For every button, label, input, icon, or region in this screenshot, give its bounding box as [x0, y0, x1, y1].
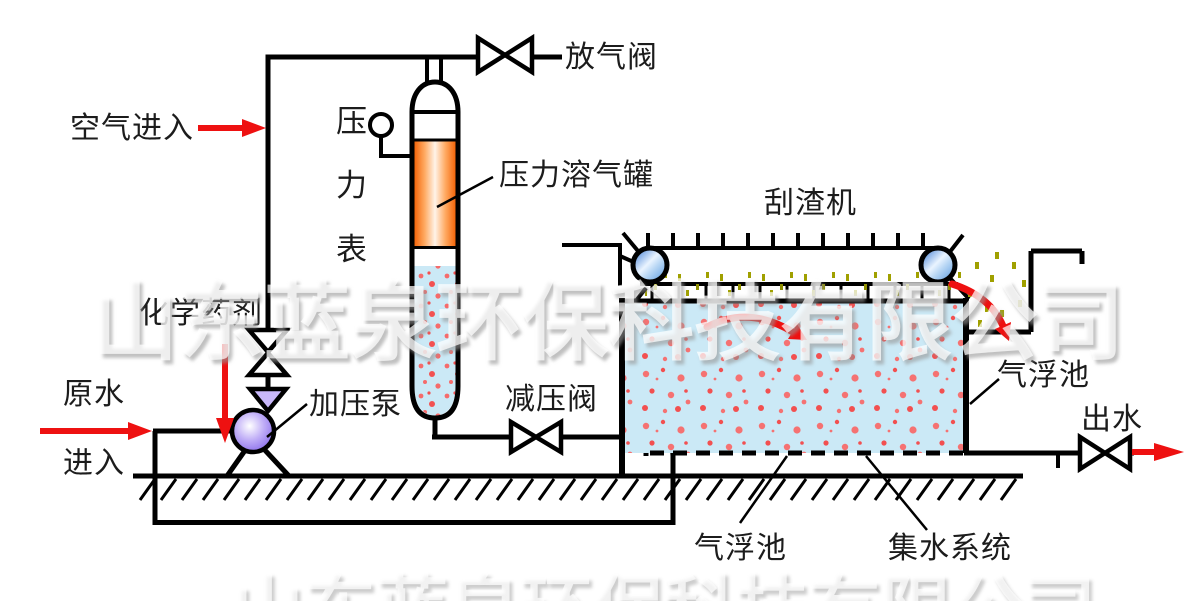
vent-valve-label: 放气阀	[565, 40, 658, 75]
scraper-conveyor	[562, 231, 971, 304]
flow-arrows	[40, 119, 1184, 461]
reducing-valve-label: 减压阀	[505, 382, 598, 417]
pressure-dissolved-air-tank	[368, 79, 461, 421]
scraper-frame	[562, 243, 622, 286]
pump-body	[229, 407, 277, 455]
chemical-agent-label: 化学药剂	[139, 296, 263, 331]
pulley-left	[630, 245, 670, 285]
outlet-water-label: 出水	[1081, 402, 1143, 437]
scraper-blades	[621, 231, 965, 255]
tank-saturated-water	[414, 266, 456, 416]
dissolved-air-tank-label: 压力溶气罐	[499, 158, 654, 193]
pressure-pump-assembly	[224, 327, 292, 478]
scum-layer	[640, 272, 965, 301]
water-collection-label: 集水系统	[888, 531, 1012, 566]
pressure-pump-label: 加压泵	[309, 387, 402, 422]
air-inlet-label: 空气进入	[70, 111, 194, 146]
vent-valve-symbol	[475, 33, 535, 77]
flotation-tank-label-right: 气浮池	[997, 358, 1090, 393]
scraper-label: 刮渣机	[764, 186, 857, 221]
pump-inlet-cone	[245, 386, 291, 415]
ground	[133, 473, 1023, 501]
scum-fall-arrow	[948, 280, 1007, 330]
flotation-tank	[619, 298, 969, 477]
pulley-right	[918, 245, 958, 285]
tank-outline	[409, 79, 461, 421]
check-valve-upper	[244, 327, 292, 356]
leader-lines	[266, 175, 1000, 531]
scum-particles	[645, 272, 965, 301]
surface-flow-arrow	[703, 313, 797, 336]
ground-hatching	[138, 478, 1018, 501]
scum-trough	[966, 248, 1085, 335]
outlet-valve-symbol	[1077, 432, 1133, 474]
check-valve-lower	[244, 349, 292, 378]
flotation-water	[625, 301, 966, 453]
flotation-tank-label-bottom: 气浮池	[694, 531, 787, 566]
raw-water-label-top: 原水	[63, 377, 125, 412]
raw-water-label-bottom: 进入	[63, 446, 125, 481]
pump-legs	[224, 445, 291, 478]
tank-air-section	[414, 140, 456, 247]
pressure-gauge-label: 压力表	[336, 104, 367, 268]
reducing-valve-symbol	[508, 418, 564, 456]
pressure-gauge-symbol	[368, 112, 394, 138]
